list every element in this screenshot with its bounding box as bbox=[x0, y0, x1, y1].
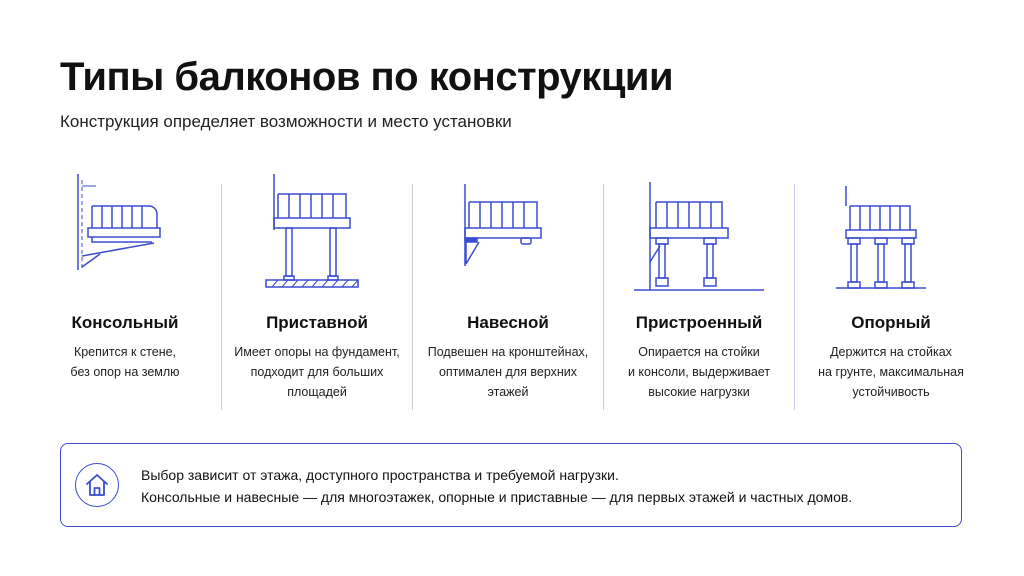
divider bbox=[412, 184, 413, 410]
supported-balcony-icon bbox=[796, 170, 986, 300]
type-description: Подвешен на кронштейнах, оптимален для в… bbox=[427, 345, 589, 399]
type-name: Навесной bbox=[467, 313, 549, 332]
balcony-types: Консольный Крепится к стене, без опор на… bbox=[30, 170, 994, 415]
divider bbox=[603, 184, 604, 410]
note-line-2: Консольные и навесные — для многоэтажек,… bbox=[141, 489, 853, 505]
type-built-on: Пристроенный Опирается на стойки и консо… bbox=[604, 170, 794, 415]
hanging-balcony-icon bbox=[413, 170, 603, 300]
type-supported: Опорный Держится на стойках на грунте, м… bbox=[796, 170, 986, 415]
type-cantilever: Консольный Крепится к стене, без опор на… bbox=[30, 170, 220, 415]
type-description: Крепится к стене, без опор на землю bbox=[70, 345, 180, 379]
divider bbox=[221, 184, 222, 410]
page-subtitle: Конструкция определяет возможности и мес… bbox=[60, 112, 512, 131]
attached-balcony-icon bbox=[222, 170, 412, 300]
cantilever-balcony-icon bbox=[30, 170, 220, 300]
type-description: Опирается на стойки и консоли, выдержива… bbox=[627, 345, 771, 399]
type-name: Пристроенный bbox=[635, 313, 763, 332]
type-attached: Приставной Имеет опоры на фундамент, под… bbox=[222, 170, 412, 415]
type-name: Приставной bbox=[266, 313, 368, 332]
type-name: Консольный bbox=[71, 313, 179, 332]
type-hanging: Навесной Подвешен на кронштейнах, оптима… bbox=[413, 170, 603, 415]
note-line-1: Выбор зависит от этажа, доступного прост… bbox=[141, 467, 619, 483]
divider bbox=[794, 184, 795, 410]
built-on-balcony-icon bbox=[604, 170, 794, 300]
type-name: Опорный bbox=[851, 313, 931, 332]
type-description: Держится на стойках на грунте, максималь… bbox=[818, 345, 964, 399]
page-title: Типы балконов по конструкции bbox=[60, 55, 674, 99]
note-text: Выбор зависит от этажа, доступного прост… bbox=[141, 464, 852, 508]
type-description: Имеет опоры на фундамент, подходит для б… bbox=[234, 345, 400, 399]
house-icon bbox=[75, 463, 119, 507]
info-note: Выбор зависит от этажа, доступного прост… bbox=[60, 443, 962, 527]
